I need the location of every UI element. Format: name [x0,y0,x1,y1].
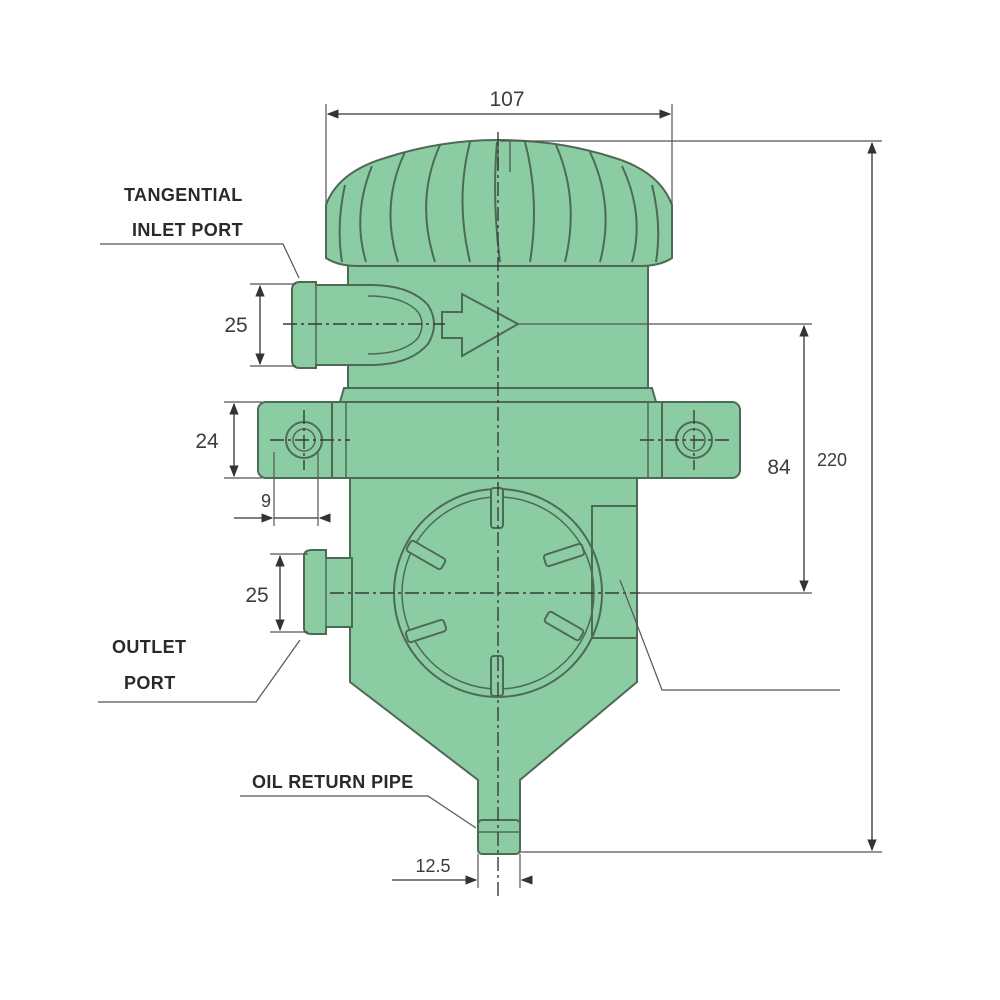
svg-text:INLET PORT: INLET PORT [132,220,243,240]
outlet-port-pipe [303,549,353,635]
inlet-label: TANGENTIAL INLET PORT [100,185,300,279]
dim-overall-height: 220 [817,450,847,470]
svg-text:OIL RETURN PIPE: OIL RETURN PIPE [252,772,414,792]
center-lines [270,132,730,900]
inlet-port-pipe [291,281,435,369]
svg-text:PORT: PORT [124,673,176,693]
flow-arrow-icon [441,292,521,358]
dim-overall-width: 107 [489,88,524,111]
dimension-lines [224,104,882,888]
dim-return-pipe: 12.5 [415,856,450,876]
dim-mount-height: 24 [195,430,219,453]
side-boss-leader [619,579,840,691]
dim-inlet-diameter: 25 [224,314,247,337]
clamp-band [331,401,663,479]
oil-return-pipe [477,819,521,855]
svg-text:TANGENTIAL: TANGENTIAL [124,185,243,205]
dim-outlet-diameter: 25 [245,584,268,607]
cap-fins [338,141,660,263]
filter-cap [325,138,673,267]
catch-can-body [257,138,741,855]
outlet-label: OUTLET PORT [98,637,301,703]
oil-return-label: OIL RETURN PIPE [240,772,477,829]
dim-inlet-outlet: 84 [767,456,791,479]
svg-text:OUTLET: OUTLET [112,637,186,657]
dim-hole-offset: 9 [261,491,271,511]
